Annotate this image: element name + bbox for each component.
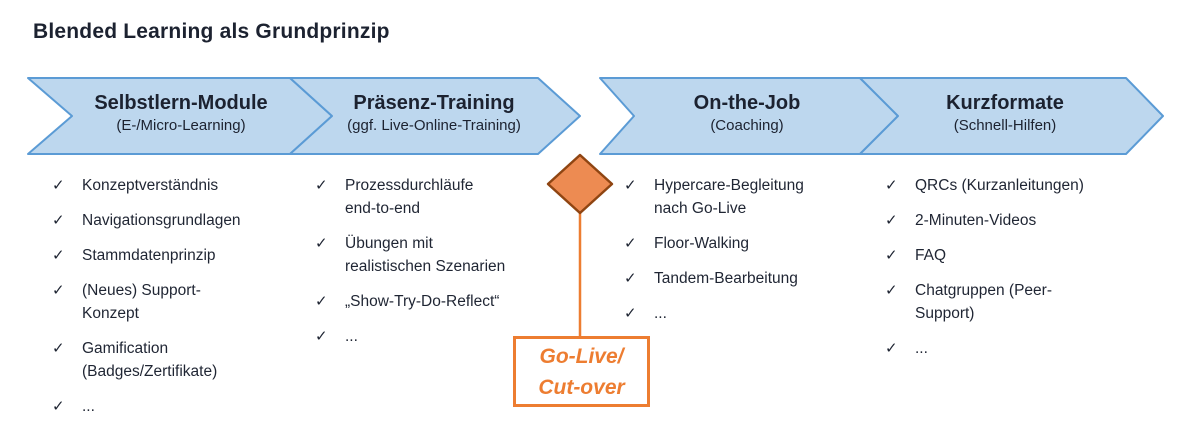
check-icon: ✓ (885, 282, 898, 299)
check-icon: ✓ (52, 177, 65, 194)
list-item: ✓ ... (885, 337, 1145, 360)
list-item: ✓ Übungen mit realistischen Szenarien (315, 232, 560, 278)
go-live-label: Go-Live/ Cut-over (538, 344, 625, 399)
check-icon: ✓ (315, 293, 328, 310)
list-item: ✓ Tandem-Bearbeitung (624, 267, 874, 290)
list-item: ✓ FAQ (885, 244, 1145, 267)
phase-subtitle: (Schnell-Hilfen) (953, 117, 1057, 134)
chevron-praesenz-training (289, 77, 581, 155)
list-item-text: QRCs (Kurzanleitungen) (915, 177, 1084, 194)
check-icon: ✓ (52, 247, 65, 264)
check-icon: ✓ (315, 177, 328, 194)
list-item-text: ... (654, 305, 667, 322)
check-icon: ✓ (885, 177, 898, 194)
list-selbstlern-module: ✓ Konzeptverständnis ✓ Navigationsgrundl… (52, 174, 302, 429)
check-icon: ✓ (315, 328, 328, 345)
check-icon: ✓ (52, 398, 65, 415)
list-item-text: ... (345, 328, 358, 345)
check-icon: ✓ (52, 282, 65, 299)
phase-header-selbstlern-module: Selbstlern-Module (E-/Micro-Learning) (58, 90, 304, 136)
list-item: ✓ Gamification (Badges/Zertifikate) (52, 337, 302, 383)
list-item: ✓ ... (315, 325, 560, 348)
list-item-text: Tandem-Bearbeitung (654, 270, 798, 287)
phase-subtitle: (E-/Micro-Learning) (116, 117, 246, 134)
list-item-text: 2-Minuten-Videos (915, 212, 1037, 229)
list-item-text: Hypercare-Begleitung nach Go-Live (654, 177, 804, 217)
go-live-milestone-box: Go-Live/ Cut-over (513, 336, 650, 407)
list-item: ✓ Navigationsgrundlagen (52, 209, 302, 232)
list-item: ✓ Prozessdurchläufe end-to-end (315, 174, 560, 220)
list-item-text: Stammdatenprinzip (82, 247, 216, 264)
check-icon: ✓ (624, 235, 637, 252)
list-item: ✓ Chatgruppen (Peer- Support) (885, 279, 1145, 325)
list-item-text: Konzeptverständnis (82, 177, 219, 194)
check-icon: ✓ (885, 340, 898, 357)
check-icon: ✓ (52, 212, 65, 229)
list-item: ✓ Stammdatenprinzip (52, 244, 302, 267)
list-item-text: Gamification (Badges/Zertifikate) (82, 340, 218, 380)
list-item-text: Chatgruppen (Peer- Support) (915, 282, 1052, 322)
check-icon: ✓ (885, 247, 898, 264)
list-praesenz-training: ✓ Prozessdurchläufe end-to-end ✓ Übungen… (315, 174, 560, 360)
list-item-text: Navigationsgrundlagen (82, 212, 241, 229)
list-item: ✓ Hypercare-Begleitung nach Go-Live (624, 174, 874, 220)
page-title: Blended Learning als Grundprinzip (33, 20, 390, 43)
check-icon: ✓ (885, 212, 898, 229)
list-item-text: Floor-Walking (654, 235, 750, 252)
list-item: ✓ „Show-Try-Do-Reflect“ (315, 290, 560, 313)
check-icon: ✓ (315, 235, 328, 252)
list-item-text: „Show-Try-Do-Reflect“ (345, 293, 500, 310)
list-item-text: (Neues) Support- Konzept (82, 282, 201, 322)
phase-header-kurzformate: Kurzformate (Schnell-Hilfen) (882, 90, 1128, 136)
list-item: ✓ Konzeptverständnis (52, 174, 302, 197)
list-item: ✓ (Neues) Support- Konzept (52, 279, 302, 325)
check-icon: ✓ (624, 270, 637, 287)
phase-subtitle: (ggf. Live-Online-Training) (347, 117, 521, 134)
check-icon: ✓ (624, 177, 637, 194)
list-kurzformate: ✓ QRCs (Kurzanleitungen) ✓ 2-Minuten-Vid… (885, 174, 1145, 372)
go-live-diamond-icon (546, 153, 614, 215)
list-item-text: Prozessdurchläufe end-to-end (345, 177, 474, 217)
check-icon: ✓ (624, 305, 637, 322)
list-item: ✓ 2-Minuten-Videos (885, 209, 1145, 232)
list-item: ✓ QRCs (Kurzanleitungen) (885, 174, 1145, 197)
phase-subtitle: (Coaching) (710, 117, 784, 134)
phase-header-on-the-job: On-the-Job (Coaching) (632, 90, 862, 136)
list-item-text: ... (915, 340, 928, 357)
chevron-kurzformate (859, 77, 1164, 155)
list-item-text: Übungen mit realistischen Szenarien (345, 235, 506, 275)
phase-title: Selbstlern-Module (94, 92, 268, 114)
phase-header-praesenz-training: Präsenz-Training (ggf. Live-Online-Train… (320, 90, 548, 136)
list-on-the-job: ✓ Hypercare-Begleitung nach Go-Live ✓ Fl… (624, 174, 874, 337)
phase-title: Präsenz-Training (353, 92, 515, 114)
phase-title: On-the-Job (693, 92, 801, 114)
list-item: ✓ ... (52, 395, 302, 418)
list-item: ✓ ... (624, 302, 874, 325)
phase-title: Kurzformate (946, 92, 1064, 114)
list-item-text: ... (82, 398, 95, 415)
list-item: ✓ Floor-Walking (624, 232, 874, 255)
check-icon: ✓ (52, 340, 65, 357)
list-item-text: FAQ (915, 247, 947, 264)
